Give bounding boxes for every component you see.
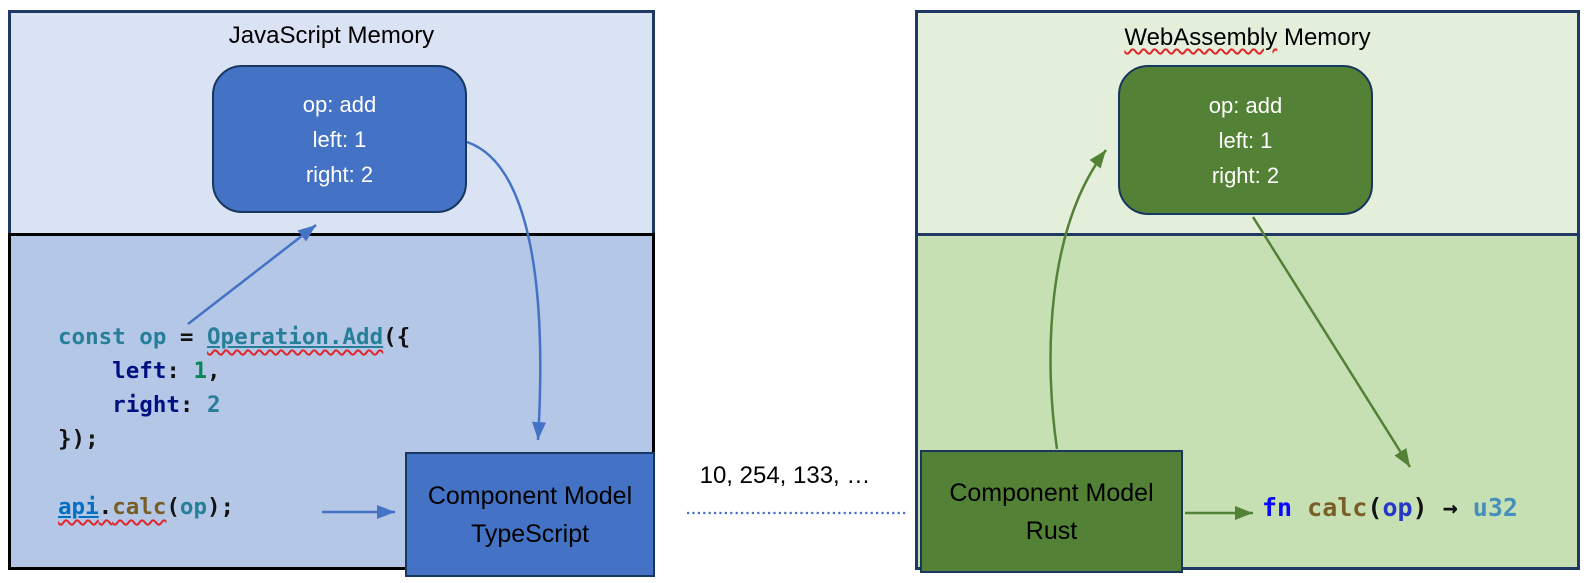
rust-code-snippet: fn calc(op) → u32 (1262, 491, 1518, 525)
diagram-text-line: Rust (1025, 516, 1078, 545)
code-token: left (58, 358, 167, 384)
code-token: calc (1307, 493, 1368, 522)
wasm-operation-object: op: add left: 1 right: 2 (1118, 65, 1373, 215)
code-token: : (179, 392, 208, 418)
code-token: ) (1412, 493, 1443, 522)
code-token: . (98, 494, 113, 520)
code-token: ({ (383, 324, 411, 350)
code-token: → (1442, 493, 1473, 522)
typescript-code-snippet: const op = Operation.Add({ left: 1, righ… (58, 320, 410, 524)
code-token: WebAssembly (1124, 24, 1278, 51)
code-line: right: 2 (58, 388, 410, 422)
js-memory-title: JavaScript Memory (8, 22, 655, 50)
code-token: = (179, 324, 208, 350)
code-token: calc (112, 494, 167, 520)
code-token: u32 (1472, 493, 1518, 522)
code-line: const op = Operation.Add({ (58, 320, 410, 354)
code-token: }); (58, 426, 99, 452)
code-line: fn calc(op) → u32 (1262, 491, 1518, 525)
code-token: : (166, 358, 194, 384)
code-token: op (179, 494, 208, 520)
code-token: Operation.Add (207, 324, 384, 350)
code-token: const op (58, 324, 180, 350)
diagram-text-line: right: 2 (1211, 162, 1280, 188)
code-token: JavaScript Memory (228, 22, 435, 49)
code-token: 2 (207, 392, 221, 418)
diagram-text-line: Component Model (427, 481, 633, 510)
code-line: api.calc(op); (58, 490, 410, 524)
code-token: op (1382, 493, 1413, 522)
code-token: fn (1262, 493, 1308, 522)
diagram-text-line: right: 2 (305, 161, 374, 187)
byte-stream-label: 10, 254, 133, … (699, 462, 871, 489)
diagram-text-line: TypeScript (470, 519, 590, 548)
code-token: Memory (1277, 24, 1371, 51)
diagram-text-line: Component Model (949, 478, 1154, 507)
diagram-text-line: op: add (302, 91, 377, 117)
code-token: , (207, 358, 221, 384)
code-token: ); (207, 494, 235, 520)
js-operation-object: op: add left: 1 right: 2 (212, 65, 467, 213)
code-token: api (58, 494, 99, 520)
diagram-text-line: left: 1 (312, 126, 367, 152)
code-line: }); (58, 422, 410, 456)
wasm-memory-title: WebAssembly Memory (915, 24, 1580, 52)
diagram-text-line: op: add (1208, 92, 1283, 118)
code-line: left: 1, (58, 354, 410, 388)
diagram-text-line: left: 1 (1218, 127, 1273, 153)
code-token: right (58, 392, 180, 418)
code-line (58, 456, 410, 490)
code-token: 1 (193, 358, 208, 384)
code-token: ( (166, 494, 180, 520)
code-token: ( (1367, 493, 1383, 522)
